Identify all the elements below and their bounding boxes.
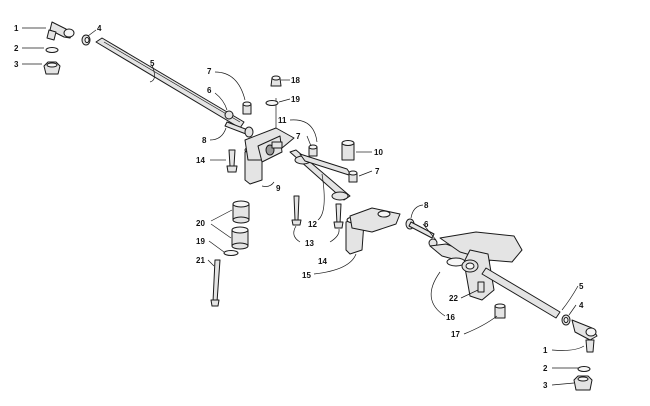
tie-rod-upper — [95, 37, 245, 129]
nut-3-lower — [573, 375, 593, 391]
callout-19-low: 19 — [196, 237, 205, 246]
callout-15: 15 — [302, 271, 311, 280]
callout-8-right: 8 — [424, 201, 429, 210]
lock-nut-7-left — [242, 101, 252, 115]
tie-rod-end-lower — [571, 319, 598, 353]
callout-7-right: 7 — [375, 167, 380, 176]
jam-nut-4-upper — [81, 34, 91, 46]
bushing-10 — [341, 140, 355, 161]
callout-7-mid: 7 — [296, 132, 301, 141]
nut-18 — [270, 75, 282, 87]
knuckle-bracket-16 — [429, 231, 561, 319]
callout-16: 16 — [446, 313, 455, 322]
bolt-14-left — [226, 149, 238, 173]
tie-rod-end-upper — [46, 21, 75, 41]
washer-2-upper — [45, 47, 59, 53]
callout-3-bottom: 3 — [543, 381, 548, 390]
callout-4-top: 4 — [97, 24, 102, 33]
steering-column-9 — [244, 98, 295, 185]
callout-11: 11 — [278, 116, 287, 125]
callout-7-left: 7 — [207, 67, 212, 76]
callout-3-top: 3 — [14, 60, 19, 69]
callout-4-bottom: 4 — [579, 301, 584, 310]
bushing-17 — [494, 303, 506, 319]
bolt-21 — [210, 259, 221, 307]
callout-22: 22 — [449, 294, 458, 303]
callout-21: 21 — [196, 256, 205, 265]
callout-8-left: 8 — [202, 136, 207, 145]
jam-nut-4-lower — [561, 314, 571, 326]
bolt-8-right — [405, 218, 435, 239]
washer-2-lower — [577, 366, 591, 372]
callout-19-top: 19 — [291, 95, 300, 104]
jam-nut-6-left — [224, 110, 234, 120]
bushing-20-upper — [232, 200, 250, 224]
callout-2-bottom: 2 — [543, 364, 548, 373]
callout-17: 17 — [451, 330, 460, 339]
callout-1-top: 1 — [14, 24, 19, 33]
callout-14-left: 14 — [196, 156, 205, 165]
callout-20: 20 — [196, 219, 205, 228]
bolt-22 — [477, 281, 485, 293]
nut-3-upper — [43, 61, 61, 75]
leader-lines — [22, 27, 585, 386]
callout-14-mid: 14 — [318, 257, 327, 266]
bushing-20-lower — [231, 226, 249, 250]
callout-9: 9 — [276, 184, 281, 193]
callout-6-right: 6 — [424, 220, 429, 229]
callout-2-top: 2 — [14, 44, 19, 53]
washer-19-low — [223, 250, 239, 256]
bolt-13 — [291, 195, 302, 226]
idler-arm-15 — [345, 207, 401, 255]
callout-18: 18 — [291, 76, 300, 85]
callout-12: 12 — [308, 220, 317, 229]
callout-6-left: 6 — [207, 86, 212, 95]
washer-19-top — [265, 100, 279, 106]
lock-nut-7-right — [348, 170, 358, 183]
callout-5-top: 5 — [150, 59, 155, 68]
callout-1-bottom: 1 — [543, 346, 548, 355]
callout-13: 13 — [305, 239, 314, 248]
lock-nut-7-mid — [308, 144, 318, 157]
callout-10: 10 — [374, 148, 383, 157]
callout-5-bottom: 5 — [579, 282, 584, 291]
callout-labels: 1 2 3 4 5 7 6 8 14 9 18 19 11 7 10 7 12 … — [14, 24, 584, 390]
bolt-14-mid — [333, 203, 344, 229]
bolt-8-left — [224, 121, 254, 138]
